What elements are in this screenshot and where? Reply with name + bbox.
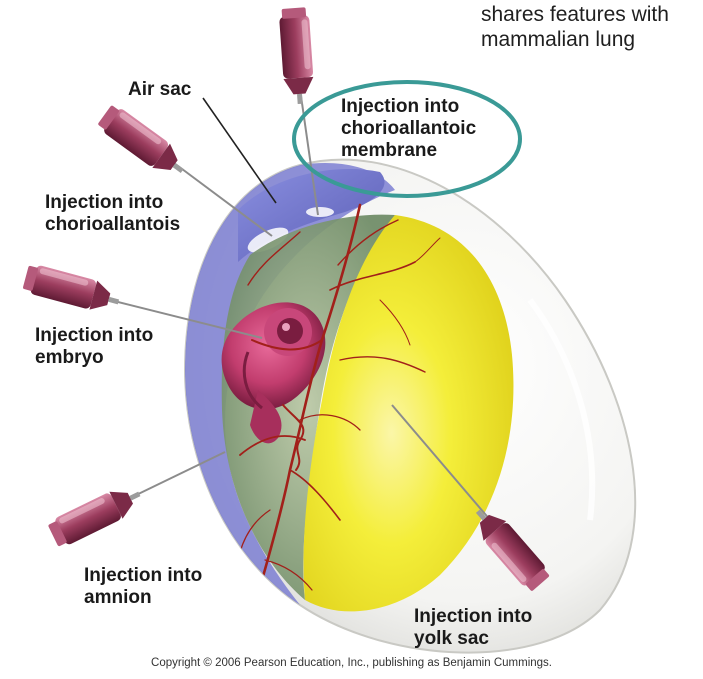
label-air-sac: Air sac bbox=[128, 79, 191, 101]
syringe-amnion bbox=[46, 480, 145, 549]
syringe-embryo bbox=[22, 263, 122, 317]
egg-illustration bbox=[185, 160, 635, 653]
label-injection-amnion-line1: Injection into bbox=[84, 565, 202, 587]
label-injection-chorioallantois-line1: Injection into bbox=[45, 192, 180, 214]
label-injection-cam-line3: membrane bbox=[341, 140, 476, 162]
label-injection-chorioallantois: Injection into chorioallantois bbox=[45, 192, 180, 236]
syringe-chorioallantois bbox=[96, 102, 191, 183]
air-sac-leader-line bbox=[203, 98, 276, 203]
label-injection-amnion-line2: amnion bbox=[84, 587, 202, 609]
syringe-cam bbox=[279, 7, 316, 105]
air-sac-highlight-2 bbox=[306, 207, 334, 217]
label-injection-cam: Injection into chorioallantoic membrane bbox=[341, 96, 476, 162]
label-injection-cam-line1: Injection into bbox=[341, 96, 476, 118]
label-injection-amnion: Injection into amnion bbox=[84, 565, 202, 609]
label-injection-yolk-sac-line2: yolk sac bbox=[414, 628, 532, 650]
label-injection-yolk-sac-line1: Injection into bbox=[414, 606, 532, 628]
annotation-note-line2: mammalian lung bbox=[481, 27, 669, 52]
label-injection-embryo-line2: embryo bbox=[35, 347, 153, 369]
copyright-notice: Copyright © 2006 Pearson Education, Inc.… bbox=[0, 657, 703, 669]
label-injection-cam-line2: chorioallantoic bbox=[341, 118, 476, 140]
label-injection-yolk-sac: Injection into yolk sac bbox=[414, 606, 532, 650]
annotation-note: shares features with mammalian lung bbox=[481, 2, 669, 52]
label-injection-chorioallantois-line2: chorioallantois bbox=[45, 214, 180, 236]
annotation-note-line1: shares features with bbox=[481, 2, 669, 27]
label-injection-embryo: Injection into embryo bbox=[35, 325, 153, 369]
label-injection-embryo-line1: Injection into bbox=[35, 325, 153, 347]
